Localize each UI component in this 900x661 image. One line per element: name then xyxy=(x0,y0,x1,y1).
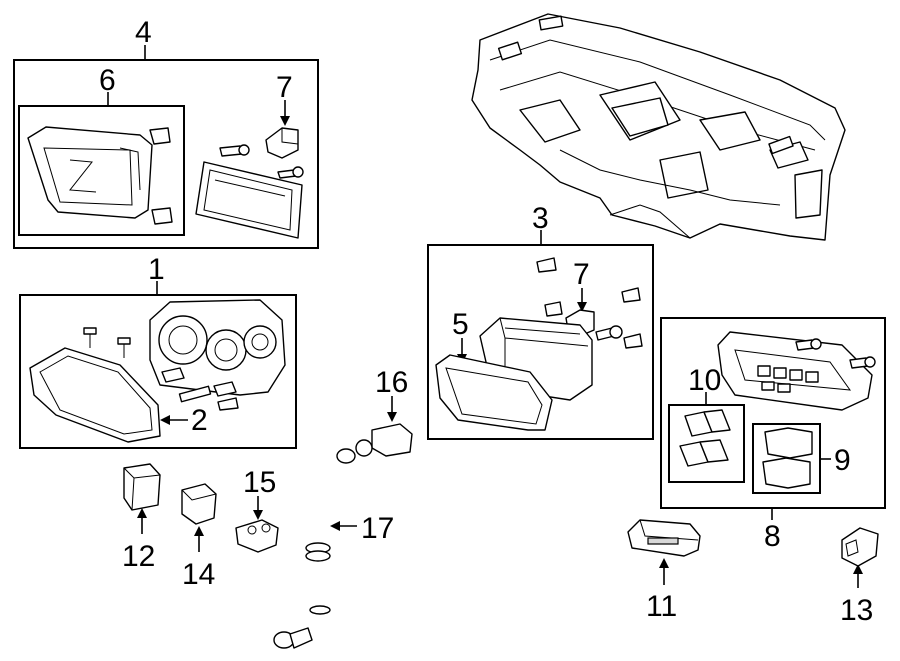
module-11 xyxy=(627,519,701,557)
callout-5: 5 xyxy=(452,308,469,341)
climate-control-8 xyxy=(717,331,873,411)
callout-9: 9 xyxy=(834,444,851,477)
callout-2: 2 xyxy=(191,404,208,437)
screws-group-4 xyxy=(219,144,304,179)
clips-group-3 xyxy=(536,257,643,349)
display-panel-5 xyxy=(435,354,553,431)
callout-17: 17 xyxy=(361,512,394,545)
callout-11: 11 xyxy=(646,590,677,623)
bracket-clips-6 xyxy=(149,127,173,225)
callout-8: 8 xyxy=(764,520,781,553)
hose-17 xyxy=(273,448,356,649)
screws-group-1 xyxy=(83,327,131,358)
callout-7-lower: 7 xyxy=(573,258,590,291)
relay-7-upper xyxy=(265,127,299,159)
group-box-6 xyxy=(18,105,185,236)
callout-6: 6 xyxy=(99,64,116,97)
switch-12 xyxy=(123,463,161,511)
display-housing-6 xyxy=(27,126,153,219)
callout-12: 12 xyxy=(122,540,155,573)
switch-13 xyxy=(841,527,879,567)
switches-9 xyxy=(762,427,813,489)
small-parts-group-1 xyxy=(161,367,239,411)
group-box-4 xyxy=(13,59,319,249)
callout-10: 10 xyxy=(688,364,721,397)
instrument-panel-illustration xyxy=(471,13,846,241)
screw-group-3 xyxy=(595,325,623,341)
group-box-8 xyxy=(660,317,886,509)
callout-3: 3 xyxy=(532,202,549,235)
sensor-16 xyxy=(355,423,413,457)
group-box-1 xyxy=(19,294,297,449)
meter-assembly-1 xyxy=(149,299,286,396)
bracket-15 xyxy=(235,519,279,553)
callout-1: 1 xyxy=(148,253,165,286)
callout-14: 14 xyxy=(182,558,215,591)
switches-10 xyxy=(679,409,731,467)
switch-14 xyxy=(181,483,217,525)
meter-lens-2 xyxy=(29,347,161,443)
display-unit-4 xyxy=(195,161,303,239)
callout-16: 16 xyxy=(375,366,408,399)
callout-7-upper: 7 xyxy=(276,71,293,104)
callout-13: 13 xyxy=(840,594,873,627)
screws-group-8 xyxy=(795,338,876,369)
callout-15: 15 xyxy=(243,466,276,499)
callout-4: 4 xyxy=(135,16,152,49)
